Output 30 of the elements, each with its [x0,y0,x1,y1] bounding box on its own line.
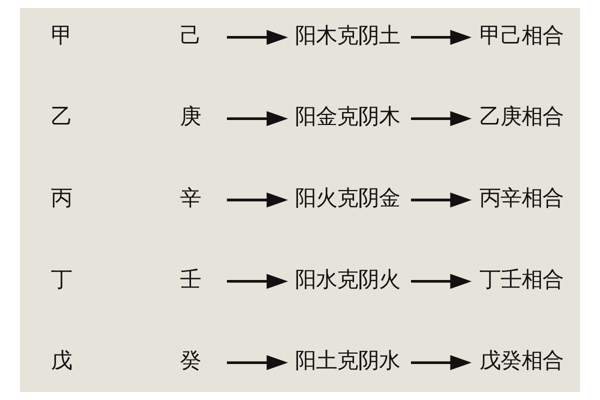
label: 丁 [50,267,72,292]
label: 丙 [50,186,72,212]
arrow [226,30,288,45]
node-text: 甲己相合 [479,23,564,48]
node-text: 阳金克阴木 [294,104,400,130]
node-text: 癸 [180,348,202,374]
node-text: 庚 [180,104,202,130]
label: 甲 [50,23,72,48]
arrow [411,274,472,289]
arrow [411,30,472,45]
arrow [411,192,472,208]
node-text: 丙辛相合 [479,186,564,212]
node-text: 阳火克阴金 [294,186,400,212]
label: 戊 [50,348,72,374]
arrow [226,192,288,208]
arrow [226,274,288,289]
arrow [226,355,288,370]
arrow [226,111,288,126]
arrow [411,111,472,126]
node-text: 乙庚相合 [479,104,564,130]
node-text: 壬 [180,267,202,292]
node-text: 丁壬相合 [479,267,564,292]
node-text: 戊癸相合 [479,348,564,374]
node-text: 阳水克阴火 [294,267,400,292]
arrow [411,355,472,370]
node-text: 辛 [180,186,202,212]
label: 乙 [50,104,72,130]
node-text: 阳木克阴土 [294,23,400,48]
node-text: 己 [180,23,202,48]
node-text: 阳土克阴水 [294,348,400,374]
